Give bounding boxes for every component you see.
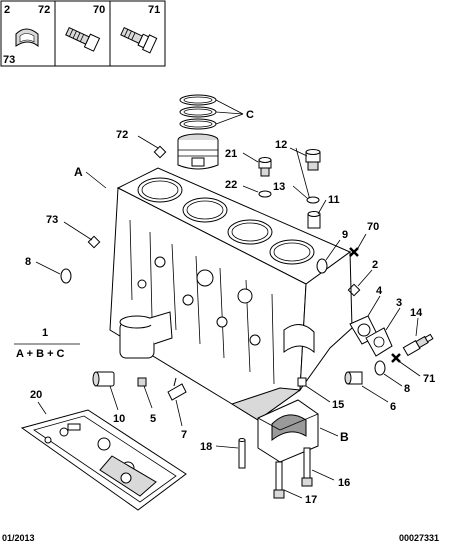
plug-21 [258, 157, 272, 177]
footer-date: 01/2013 [2, 533, 35, 543]
callout-11: 11 [328, 194, 340, 206]
callout-71: 71 [423, 373, 435, 385]
header-box-70: 70 [54, 0, 111, 67]
piston [177, 133, 219, 170]
callout-20: 20 [30, 389, 42, 401]
washer-8-right [374, 360, 386, 376]
callout-17: 17 [305, 494, 317, 506]
plug-11 [307, 211, 321, 229]
callout-3: 3 [396, 297, 402, 309]
assembly-formula: A + B + C [16, 348, 65, 360]
callout-21: 21 [225, 148, 237, 160]
bolt-16 [301, 447, 313, 487]
callout-15: 15 [332, 399, 344, 411]
callout-8-right: 8 [404, 383, 410, 395]
callout-9: 9 [342, 229, 348, 241]
screw-icon [65, 26, 101, 52]
washer-9 [316, 258, 328, 274]
callout-72: 72 [116, 129, 128, 141]
marker-73 [87, 235, 101, 249]
callout-C: C [246, 109, 254, 121]
callout-70: 70 [367, 221, 379, 233]
callout-4: 4 [376, 285, 383, 297]
callout-6: 6 [390, 401, 396, 413]
callout-14: 14 [410, 307, 423, 319]
callout-12: 12 [275, 139, 287, 151]
callout-5: 5 [150, 413, 156, 425]
marker-70 [349, 247, 359, 257]
callout-16: 16 [338, 477, 350, 489]
sensor-14 [402, 333, 434, 357]
dowel-15 [297, 377, 307, 387]
jet-7 [167, 377, 187, 401]
plug-screw-icon [120, 26, 158, 54]
header-box-71: 71 [109, 0, 166, 67]
callout-1: 1 [42, 327, 48, 339]
pin-18 [238, 438, 246, 469]
plug-10 [92, 371, 115, 387]
engine-block [109, 167, 353, 421]
callout-2: 2 [372, 259, 378, 271]
oil-filter-housing [119, 311, 173, 359]
callout-10: 10 [113, 413, 125, 425]
bolt-17 [273, 461, 285, 499]
footer-ref: 00027331 [399, 533, 439, 543]
marker-71 [391, 353, 401, 363]
marker-72 [153, 145, 167, 159]
plug-5 [137, 377, 147, 387]
callout-8-left: 8 [25, 256, 31, 268]
box-label-73: 73 [3, 54, 15, 66]
washer-13 [306, 196, 320, 204]
callout-22: 22 [225, 179, 237, 191]
marker-2 [347, 283, 361, 297]
callout-7: 7 [181, 429, 187, 441]
header-box-2-72-73: 2 72 73 [0, 0, 56, 67]
callout-18: 18 [200, 441, 212, 453]
washer-22 [258, 190, 272, 198]
gasket-3 [365, 327, 393, 357]
gasket-kit-20 [20, 409, 187, 511]
callout-B: B [340, 430, 349, 444]
bearing-cap-B [257, 399, 319, 463]
plug-6 [344, 371, 363, 385]
box-label-2: 2 [4, 4, 10, 16]
callout-13: 13 [273, 181, 285, 193]
piston-rings [179, 94, 217, 130]
callout-73: 73 [46, 214, 58, 226]
box-label-71: 71 [148, 4, 160, 16]
plug-12 [305, 149, 321, 171]
box-label-70: 70 [93, 4, 105, 16]
callout-A: A [74, 165, 83, 179]
box-label-72: 72 [38, 4, 50, 16]
clip-icon [15, 28, 39, 48]
washer-8-left [60, 268, 72, 284]
